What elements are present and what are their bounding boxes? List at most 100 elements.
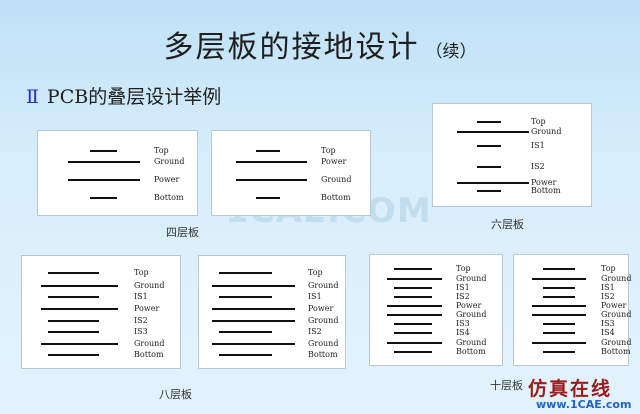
layer-label: IS4 xyxy=(456,328,470,337)
layer-line xyxy=(256,197,280,199)
layer-line xyxy=(48,272,99,274)
layer-label: Top xyxy=(154,146,169,155)
layer-line xyxy=(219,354,272,356)
layer-line xyxy=(543,332,575,334)
layer-line xyxy=(387,305,442,307)
layer-label: Top xyxy=(321,146,336,155)
layer-line xyxy=(532,278,586,280)
layer-label: IS1 xyxy=(531,141,545,150)
layer-line xyxy=(394,323,432,325)
layer-line xyxy=(212,285,295,287)
layer-label: Ground xyxy=(134,339,165,348)
layer-line xyxy=(387,278,442,280)
layer-line xyxy=(394,287,432,289)
layer-line xyxy=(48,354,99,356)
layer-line xyxy=(90,197,117,199)
layer-label: IS1 xyxy=(601,283,615,292)
layer-line xyxy=(543,268,575,270)
layer-line xyxy=(212,320,295,322)
page-title: 多层板的接地设计（续） xyxy=(0,22,640,66)
caption-four-layer: 四层板 xyxy=(166,226,199,239)
layer-line xyxy=(387,342,442,344)
layer-label: IS1 xyxy=(134,292,148,301)
layer-label: IS2 xyxy=(308,327,322,336)
layer-line xyxy=(543,323,575,325)
layer-label: Power xyxy=(154,175,180,184)
layer-label: Power xyxy=(601,301,627,310)
caption-eight-layer: 八层板 xyxy=(159,388,192,401)
layer-label: Top xyxy=(308,268,323,277)
layer-label: IS3 xyxy=(601,319,615,328)
layer-label: Top xyxy=(601,264,616,273)
layer-line xyxy=(256,150,280,152)
layer-label: Power xyxy=(531,178,557,187)
layer-label: Ground xyxy=(456,274,487,283)
layer-line xyxy=(48,331,99,333)
layer-label: IS2 xyxy=(601,292,615,301)
site-logo-text: 仿真在线 xyxy=(528,378,613,400)
layer-line xyxy=(236,161,307,163)
layer-label: Ground xyxy=(134,281,165,290)
layer-label: Top xyxy=(456,264,471,273)
layer-line xyxy=(477,166,501,168)
layer-label: Ground xyxy=(531,127,562,136)
section-number: Ⅱ xyxy=(26,86,39,108)
layer-label: Top xyxy=(134,268,149,277)
layer-label: Bottom xyxy=(134,350,164,359)
layer-label: Power xyxy=(456,301,482,310)
layer-label: Ground xyxy=(321,175,352,184)
caption-ten-layer: 十层板 xyxy=(490,379,523,392)
layer-line xyxy=(68,161,140,163)
layer-label: Top xyxy=(531,117,546,126)
layer-line xyxy=(532,305,586,307)
layer-line xyxy=(457,131,529,133)
layer-label: Ground xyxy=(308,339,339,348)
layer-label: IS2 xyxy=(134,316,148,325)
layer-line xyxy=(532,342,586,344)
layer-line xyxy=(41,343,118,345)
layer-line xyxy=(236,179,307,181)
layer-label: Ground xyxy=(601,338,632,347)
layer-label: Ground xyxy=(601,274,632,283)
layer-label: Bottom xyxy=(321,193,351,202)
layer-label: Ground xyxy=(308,281,339,290)
layer-label: IS2 xyxy=(456,292,470,301)
layer-label: Bottom xyxy=(456,347,486,356)
layer-line xyxy=(48,296,99,298)
layer-line xyxy=(48,320,99,322)
layer-label: Ground xyxy=(601,310,632,319)
layer-label: IS4 xyxy=(601,328,615,337)
layer-label: Power xyxy=(308,304,334,313)
layer-line xyxy=(543,296,575,298)
layer-label: IS2 xyxy=(531,162,545,171)
layer-label: IS1 xyxy=(456,283,470,292)
layer-line xyxy=(219,331,272,333)
site-logo-url: www.1CAE.com xyxy=(536,398,632,411)
layer-line xyxy=(477,121,501,123)
layer-line xyxy=(532,314,586,316)
layer-label: Bottom xyxy=(531,186,561,195)
layer-line xyxy=(394,332,432,334)
title-suffix: （续） xyxy=(425,42,477,62)
layer-label: IS1 xyxy=(308,292,322,301)
layer-line xyxy=(41,308,118,310)
layer-line xyxy=(477,190,501,192)
layer-label: Ground xyxy=(154,157,185,166)
layer-line xyxy=(543,287,575,289)
layer-label: IS3 xyxy=(134,327,148,336)
layer-line xyxy=(394,296,432,298)
layer-line xyxy=(212,343,295,345)
layer-line xyxy=(394,351,432,353)
layer-label: Bottom xyxy=(308,350,338,359)
title-text: 多层板的接地设计 xyxy=(163,30,420,65)
layer-line xyxy=(212,308,295,310)
layer-line xyxy=(477,145,501,147)
layer-label: Power xyxy=(321,157,347,166)
